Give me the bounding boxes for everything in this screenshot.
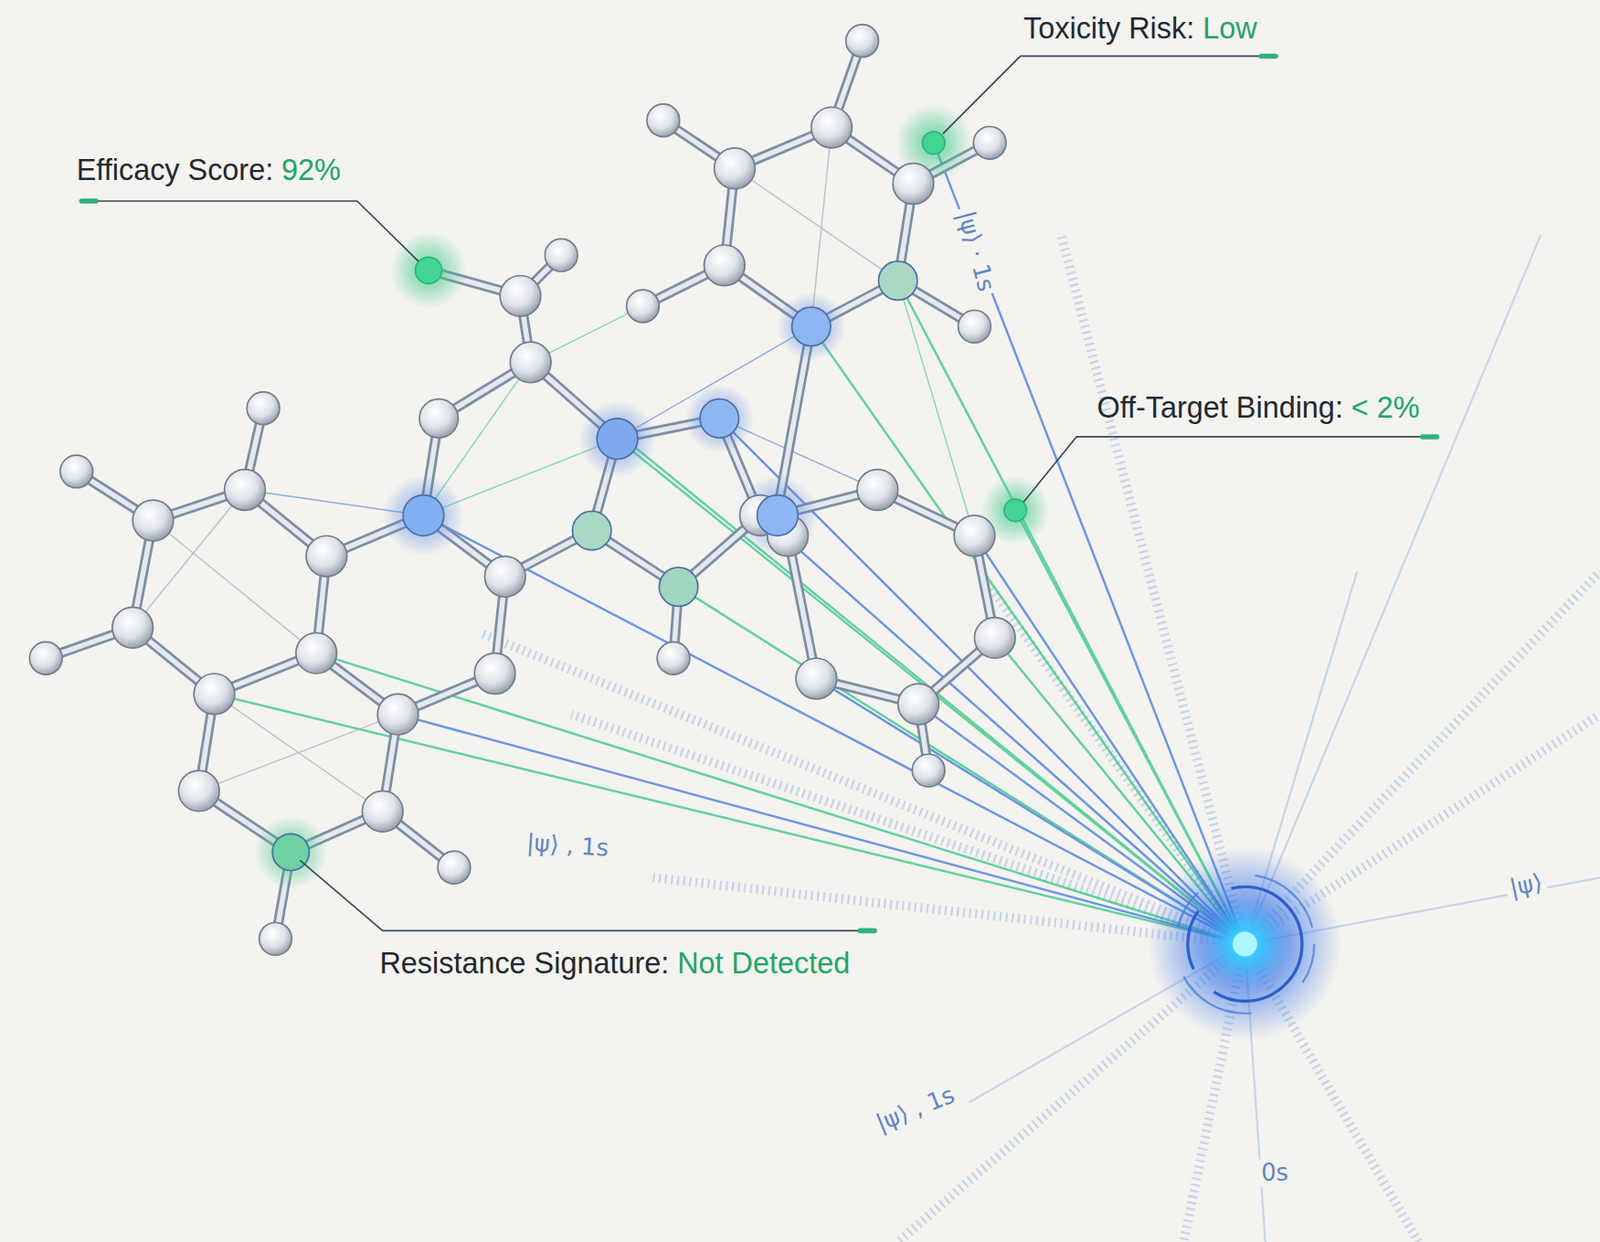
metric-name: Efficacy Score: xyxy=(76,155,274,185)
callout-label: Off-Target Binding: < 2% xyxy=(1096,392,1420,423)
callout-label: Efficacy Score:92% xyxy=(76,155,341,185)
callout-label: Resistance Signature: Not Detected xyxy=(379,949,850,979)
metric-name: Toxicity Risk: xyxy=(1023,14,1195,44)
metric-value: < 2% xyxy=(1351,392,1420,423)
metric-name: Off-Target Binding: xyxy=(1096,392,1343,423)
state-annotation: 0s xyxy=(1257,1159,1293,1187)
metric-name: Resistance Signature: xyxy=(379,949,669,979)
metric-value: Low xyxy=(1202,14,1257,44)
callout-label: Toxicity Risk:Low xyxy=(1023,14,1257,44)
metric-value: Not Detected xyxy=(677,949,850,979)
metric-value: 92% xyxy=(281,155,341,185)
